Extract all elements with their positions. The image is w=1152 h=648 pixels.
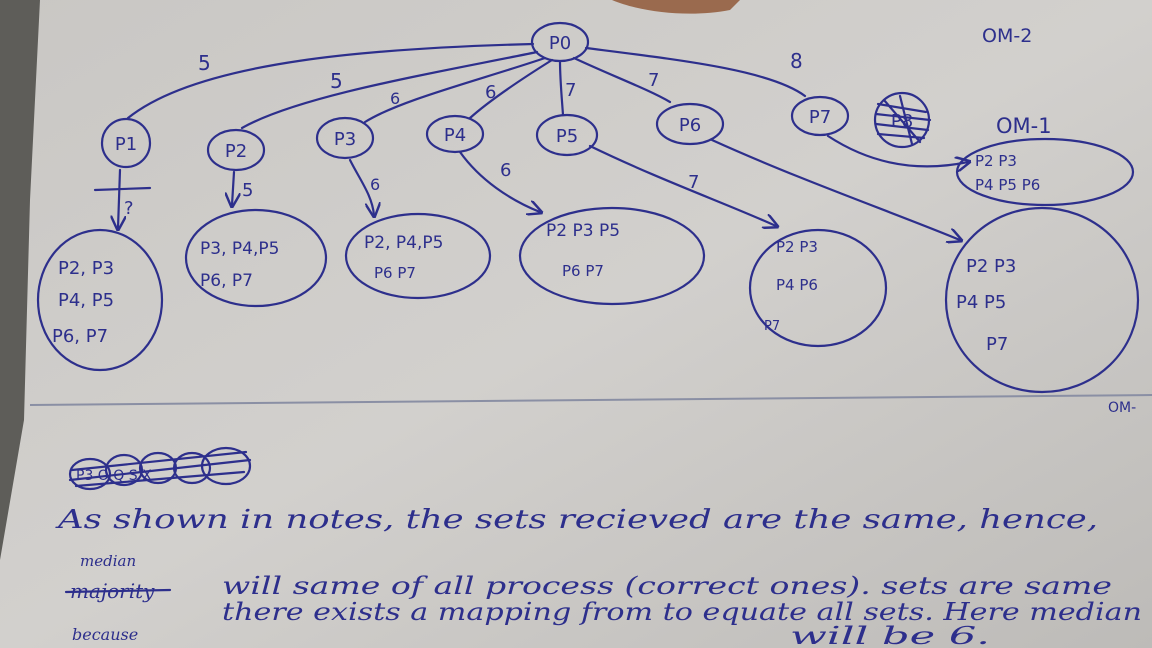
svg-text:P6, P7: P6, P7 bbox=[200, 271, 253, 291]
note-line-1: As shown in notes, the sets recieved are… bbox=[55, 505, 1098, 535]
svg-text:P6 P7: P6 P7 bbox=[562, 262, 604, 280]
svg-text:P6 P7: P6 P7 bbox=[374, 264, 416, 282]
edge-p0-p3 bbox=[363, 56, 547, 124]
arrow-p3-set bbox=[348, 158, 374, 215]
svg-text:P6, P7: P6, P7 bbox=[52, 326, 108, 347]
note-line-3: there exists a mapping from to equate al… bbox=[222, 598, 1142, 626]
svg-text:P7: P7 bbox=[809, 107, 831, 128]
svg-text:P4 P5 P6: P4 P5 P6 bbox=[975, 176, 1040, 194]
node-p7: P7 bbox=[790, 95, 850, 137]
arrow-p2-set bbox=[232, 170, 234, 205]
edge-p7-om1 bbox=[826, 134, 968, 166]
node-p8-crossed: P8 bbox=[873, 91, 932, 149]
note-line-2: will same of all process (correct ones).… bbox=[222, 572, 1112, 600]
svg-text:P1: P1 bbox=[115, 134, 137, 155]
arrow-label-p1: ? bbox=[124, 198, 134, 219]
om-label-right: OM- bbox=[1108, 400, 1136, 416]
svg-text:P3 O Q S X: P3 O Q S X bbox=[76, 468, 152, 484]
svg-text:P4, P5: P4, P5 bbox=[58, 290, 114, 311]
node-p2: P2 bbox=[206, 128, 266, 172]
arrow-p1-set bbox=[118, 168, 120, 228]
node-p4: P4 bbox=[425, 114, 485, 154]
arrow-label-p2: 5 bbox=[242, 180, 253, 201]
edge-label-p4: 6 bbox=[485, 82, 496, 103]
svg-text:P6: P6 bbox=[679, 115, 701, 136]
node-p1: P1 bbox=[100, 117, 152, 169]
svg-text:P2 P3 P5: P2 P3 P5 bbox=[546, 221, 620, 241]
om2-label: OM-2 bbox=[982, 25, 1032, 47]
note-median-insert: median bbox=[80, 552, 136, 570]
svg-text:P2 P3: P2 P3 bbox=[966, 256, 1016, 277]
arrow-p6-set bbox=[710, 138, 960, 240]
svg-text:P4: P4 bbox=[444, 125, 466, 146]
edge-label-p2: 5 bbox=[330, 69, 343, 93]
set-p5: P2 P3 P4 P6 P7 bbox=[748, 228, 888, 348]
arrow-label-p3: 6 bbox=[370, 175, 380, 194]
node-p3: P3 bbox=[315, 116, 375, 160]
note-majority-struck: majority bbox=[64, 579, 172, 603]
edge-p0-p5 bbox=[558, 59, 565, 117]
node-p5: P5 bbox=[535, 113, 599, 157]
scribble-crossed: P3 O Q S X bbox=[68, 446, 252, 491]
set-p4: P2 P3 P5 P6 P7 bbox=[518, 206, 706, 306]
svg-text:P7: P7 bbox=[764, 319, 780, 334]
arrow-label-p5: 7 bbox=[688, 172, 699, 193]
set-p6: P2 P3 P4 P5 P7 bbox=[944, 206, 1140, 394]
set-p3: P2, P4,P5 P6 P7 bbox=[344, 212, 492, 300]
svg-text:P2 P3: P2 P3 bbox=[975, 152, 1017, 170]
set-p1: P2, P3 P4, P5 P6, P7 bbox=[36, 228, 164, 372]
svg-text:P0: P0 bbox=[549, 33, 571, 54]
arrow-label-p4: 6 bbox=[500, 160, 511, 181]
edge-p0-p6 bbox=[572, 56, 672, 104]
edge-p0-p4 bbox=[468, 58, 554, 120]
arrow-p5-set bbox=[588, 144, 776, 226]
svg-text:P2: P2 bbox=[225, 141, 247, 162]
edge-p0-p1 bbox=[126, 42, 535, 120]
svg-text:P4 P6: P4 P6 bbox=[776, 276, 818, 294]
node-p6: P6 bbox=[655, 102, 725, 146]
edge-label-p6: 7 bbox=[648, 70, 659, 91]
edge-label-p5: 7 bbox=[565, 80, 576, 101]
edge-p0-p7 bbox=[584, 46, 807, 98]
om1-set: P2 P3 P4 P5 P6 bbox=[955, 137, 1135, 207]
note-line-4: will be 6. bbox=[790, 622, 990, 648]
edge-label-p3: 6 bbox=[390, 89, 400, 108]
om1-label: OM-1 bbox=[996, 114, 1052, 138]
set-p2: P3, P4,P5 P6, P7 bbox=[184, 208, 328, 308]
finger-shadow bbox=[612, 0, 740, 14]
svg-text:P3: P3 bbox=[334, 129, 356, 150]
svg-text:P4 P5: P4 P5 bbox=[956, 292, 1006, 313]
svg-text:P2 P3: P2 P3 bbox=[776, 238, 818, 256]
edge-p0-p2 bbox=[240, 50, 539, 130]
note-because: because bbox=[72, 625, 138, 644]
edge-label-p1: 5 bbox=[198, 51, 211, 75]
svg-text:P2, P4,P5: P2, P4,P5 bbox=[364, 233, 443, 253]
svg-text:P3, P4,P5: P3, P4,P5 bbox=[200, 239, 279, 259]
edge-label-p7: 8 bbox=[790, 49, 803, 73]
svg-text:P2, P3: P2, P3 bbox=[58, 258, 114, 279]
svg-text:P7: P7 bbox=[986, 334, 1008, 355]
svg-text:P5: P5 bbox=[556, 126, 578, 147]
arrow-p4-set bbox=[458, 150, 540, 212]
